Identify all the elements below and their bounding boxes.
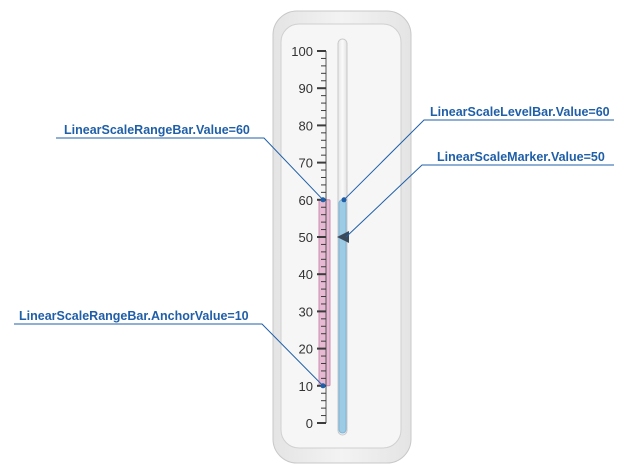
tick-label: 100	[291, 44, 313, 59]
tick-label: 0	[306, 416, 313, 431]
tick-label: 10	[299, 379, 313, 394]
tick-label: 30	[299, 304, 313, 319]
callout-range-bar-value: LinearScaleRangeBar.Value=60	[56, 123, 324, 201]
tick-label: 70	[299, 156, 313, 171]
scale-tick-labels: 0 10 20 30 40 50 60 70 80 90 100	[291, 44, 313, 431]
callout-leader	[14, 323, 324, 387]
callout-leader	[345, 164, 614, 238]
tick-label: 60	[299, 193, 313, 208]
callout-marker-value: LinearScaleMarker.Value=50	[345, 150, 614, 238]
callout-leader	[56, 137, 324, 201]
tick-label: 40	[299, 267, 313, 282]
callout-label: LinearScaleRangeBar.Value=60	[64, 123, 250, 137]
tick-label: 20	[299, 342, 313, 357]
callout-label: LinearScaleRangeBar.AnchorValue=10	[19, 309, 249, 323]
callout-range-bar-anchor: LinearScaleRangeBar.AnchorValue=10	[14, 309, 324, 387]
callout-level-bar-value: LinearScaleLevelBar.Value=60	[343, 105, 614, 201]
range-bar	[318, 199, 331, 387]
scale-marker	[337, 231, 349, 243]
tick-label: 80	[299, 118, 313, 133]
callout-leader	[343, 119, 614, 201]
callout-label: LinearScaleLevelBar.Value=60	[430, 105, 610, 119]
callout-label: LinearScaleMarker.Value=50	[437, 150, 605, 164]
tick-label: 90	[299, 81, 313, 96]
tick-label: 50	[299, 230, 313, 245]
